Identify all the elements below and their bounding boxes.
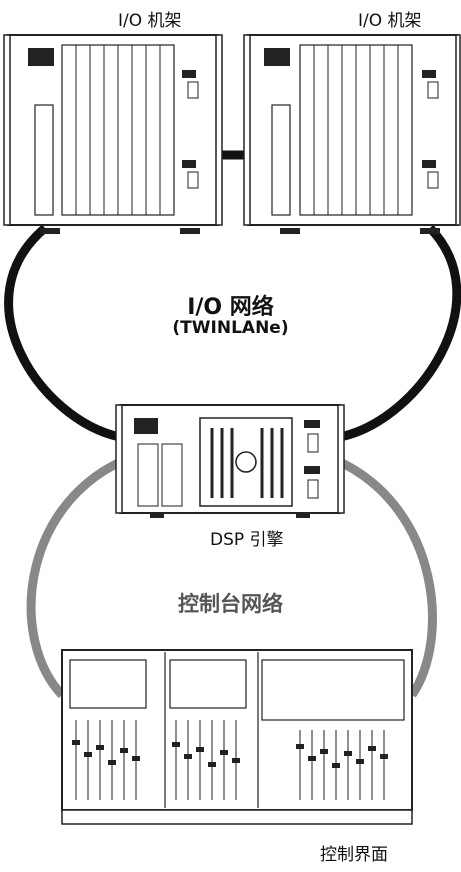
io-rack-left-label: I/O 机架 (118, 11, 182, 31)
console-network-label: 控制台网络 (178, 592, 283, 616)
control-surface-label: 控制界面 (320, 845, 388, 865)
control-surface (61, 649, 413, 825)
io-network-cable (4, 150, 461, 442)
io-rack-right (243, 34, 461, 234)
dsp-engine-label: DSP 引擎 (210, 530, 284, 550)
dsp-engine (115, 404, 345, 518)
io-rack-left (3, 34, 223, 234)
io-network-title: I/O 网络 (187, 295, 274, 320)
yamaha-logo-icon (235, 451, 257, 473)
io-network-protocol: (TWINLANe) (172, 318, 289, 338)
console-network-cable (26, 457, 437, 699)
io-rack-right-label: I/O 机架 (358, 11, 422, 31)
